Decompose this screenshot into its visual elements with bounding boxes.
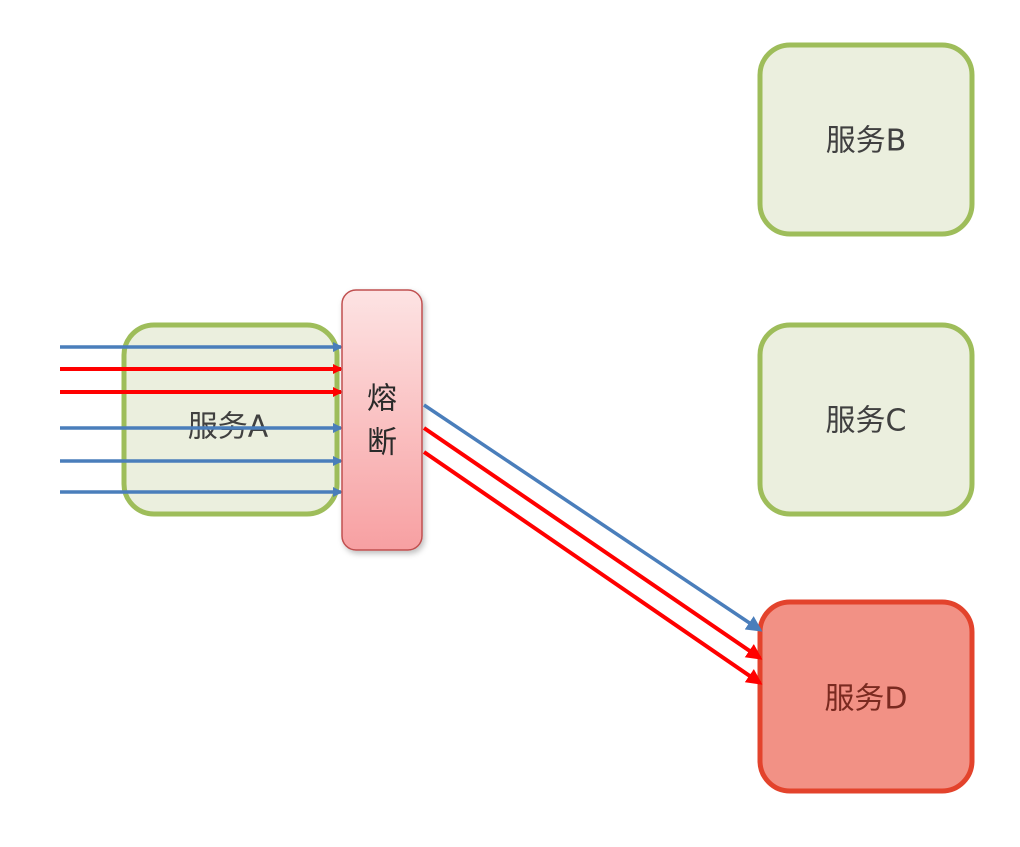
forwarded-failed-request-arrow xyxy=(422,450,763,685)
breaker-label-line1: 熔 xyxy=(367,382,397,417)
service-c-node: 服务C xyxy=(757,322,975,517)
service-d-node: 服务D xyxy=(757,599,975,794)
service-b-node: 服务B xyxy=(757,42,975,237)
incoming-requests xyxy=(60,342,343,497)
circuit-breaker: 熔 断 xyxy=(341,289,423,551)
forwarded-requests xyxy=(422,403,763,685)
service-b-label: 服务B xyxy=(826,124,907,159)
forwarded-normal-request-arrow xyxy=(423,403,763,632)
breaker-label-line2: 断 xyxy=(367,426,397,461)
forwarded-failed-request-arrow xyxy=(422,426,763,660)
service-d-label: 服务D xyxy=(824,682,907,717)
service-c-label: 服务C xyxy=(826,404,907,439)
service-a-node: 服务A xyxy=(121,322,340,517)
